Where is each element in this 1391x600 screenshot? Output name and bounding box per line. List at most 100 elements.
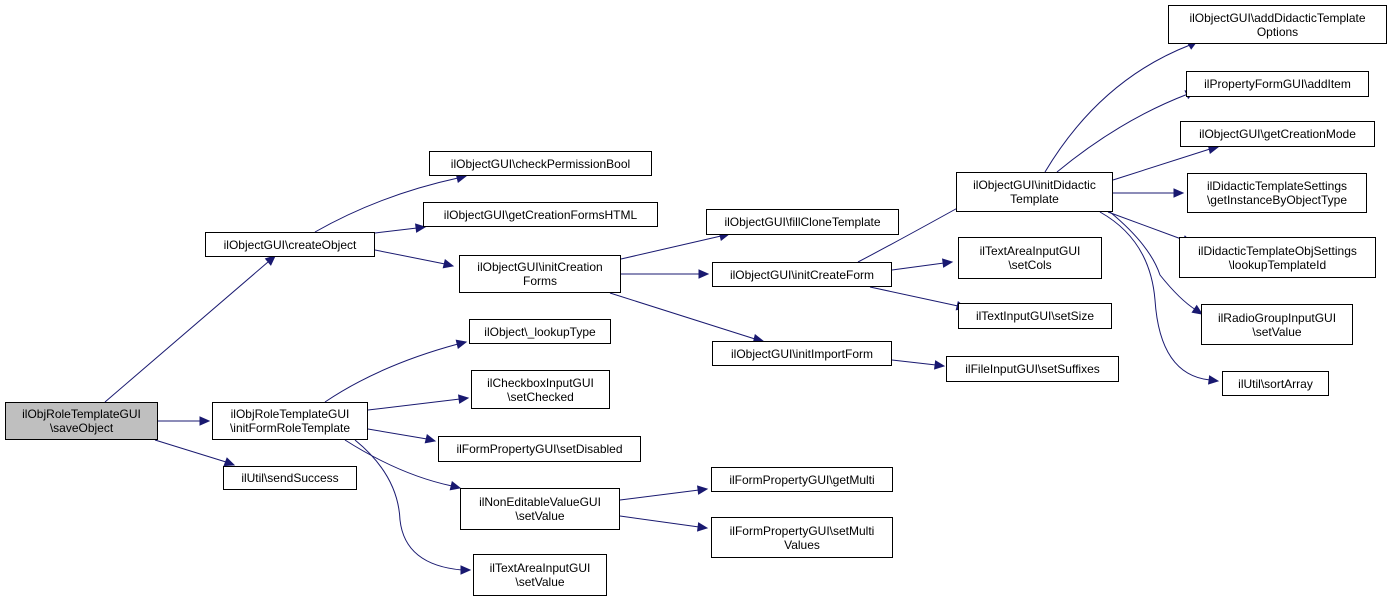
node-label-line: ilUtil\sendSuccess <box>241 471 339 485</box>
node-lookup-template-id[interactable]: ilDidacticTemplateObjSettings \lookupTem… <box>1179 237 1376 278</box>
node-label-line: ilObjRoleTemplateGUI <box>230 407 350 421</box>
node-label-line: \setValue <box>1252 324 1302 339</box>
arrowhead-icon <box>697 485 709 495</box>
node-label-line: ilPropertyFormGUI\addItem <box>1204 77 1351 91</box>
node-add-didactic-template-options[interactable]: ilObjectGUI\addDidacticTemplate Options <box>1168 5 1387 44</box>
node-label-line: ilFileInputGUI\setSuffixes <box>965 362 1100 376</box>
call-edge <box>324 343 459 403</box>
node-label-line: ilRadioGroupInputGUI <box>1217 310 1337 325</box>
node-create-object[interactable]: ilObjectGUI\createObject <box>205 232 375 257</box>
call-edge <box>374 227 418 234</box>
node-label-line: ilNonEditableValueGUI <box>479 495 601 509</box>
node-init-form-role-template[interactable]: ilObjRoleTemplateGUI \initFormRoleTempla… <box>212 402 368 440</box>
arrowhead-icon <box>460 565 472 575</box>
arrowhead-icon <box>1173 188 1185 198</box>
call-edge <box>1056 93 1189 173</box>
node-label-line: ilObjectGUI\getCreationMode <box>1199 127 1356 141</box>
node-sort-array[interactable]: ilUtil\sortArray <box>1222 371 1329 396</box>
node-send-success[interactable]: ilUtil\sendSuccess <box>223 466 357 490</box>
arrowhead-icon <box>458 394 470 404</box>
node-save-object[interactable]: ilObjRoleTemplateGUI \saveObject <box>5 402 158 440</box>
node-label-line: ilTextAreaInputGUI <box>489 561 591 575</box>
node-noneditable-set-value[interactable]: ilNonEditableValueGUI \setValue <box>460 488 620 530</box>
node-label-line: ilTextInputGUI\setSize <box>975 309 1095 323</box>
call-edge <box>374 249 446 265</box>
node-radio-group-set-value[interactable]: ilRadioGroupInputGUI \setValue <box>1201 304 1353 345</box>
node-label-line: \lookupTemplateId <box>1228 257 1327 272</box>
call-edge <box>354 439 463 571</box>
arrowhead-icon <box>449 481 462 491</box>
node-set-cols[interactable]: ilTextAreaInputGUI \setCols <box>958 237 1102 279</box>
node-check-permission-bool[interactable]: ilObjectGUI\checkPermissionBool <box>429 151 652 176</box>
arrowhead-icon <box>934 360 946 370</box>
node-label-line: ilObject\_lookupType <box>484 324 596 339</box>
node-label-line: ilObjRoleTemplateGUI <box>22 407 141 421</box>
node-label-line: \setValue <box>515 575 565 589</box>
call-edge <box>891 359 937 366</box>
node-label-line: ilObjectGUI\checkPermissionBool <box>450 156 631 171</box>
node-label-line: Values <box>784 537 820 552</box>
arrowhead-icon <box>455 339 468 349</box>
node-lookup-type[interactable]: ilObject\_lookupType <box>469 319 611 344</box>
node-label-line: \initFormRoleTemplate <box>229 421 351 435</box>
call-edge <box>619 515 700 528</box>
node-add-item[interactable]: ilPropertyFormGUI\addItem <box>1186 71 1369 97</box>
arrowhead-icon <box>1208 375 1220 385</box>
node-init-creation-forms[interactable]: ilObjectGUI\initCreation Forms <box>459 255 621 293</box>
node-label-line: ilUtil\sortArray <box>1238 376 1313 391</box>
node-label-line: ilObjectGUI\initDidactic <box>973 178 1096 192</box>
arrowhead-icon <box>697 522 709 532</box>
node-init-create-form[interactable]: ilObjectGUI\initCreateForm <box>712 262 892 287</box>
call-edge <box>344 439 453 487</box>
node-label-line: Template <box>1010 192 1059 206</box>
call-edge <box>1099 211 1211 381</box>
node-label-line: ilFormPropertyGUI\getMulti <box>729 472 875 487</box>
arrowhead-icon <box>442 259 455 269</box>
node-label-line: ilObjectGUI\createObject <box>223 237 357 252</box>
arrowhead-icon <box>264 255 276 266</box>
node-init-didactic-template[interactable]: ilObjectGUI\initDidactic Template <box>956 172 1113 212</box>
node-label-line: ilObjectGUI\initCreation <box>477 260 603 274</box>
node-label-line: ilObjectGUI\fillCloneTemplate <box>724 215 881 229</box>
call-edge <box>1109 211 1197 311</box>
call-edge <box>869 286 959 307</box>
node-label-line: ilObjectGUI\initCreateForm <box>729 267 875 282</box>
node-label-line: ilObjectGUI\getCreationFormsHTML <box>443 207 638 222</box>
node-set-multi-values[interactable]: ilFormPropertyGUI\setMulti Values <box>711 517 893 558</box>
node-label-line: ilTextAreaInputGUI <box>979 244 1081 258</box>
node-label-line: Forms <box>523 274 557 288</box>
arrowhead-icon <box>415 223 427 233</box>
node-get-instance-by-object-type[interactable]: ilDidacticTemplateSettings \getInstanceB… <box>1187 173 1367 213</box>
arrowhead-icon <box>1191 304 1204 315</box>
call-edge <box>1107 211 1185 241</box>
node-label-line: ilObjectGUI\initImportForm <box>730 346 874 361</box>
call-edge <box>367 428 428 440</box>
node-get-creation-mode[interactable]: ilObjectGUI\getCreationMode <box>1180 121 1375 147</box>
node-textarea-set-value[interactable]: ilTextAreaInputGUI \setValue <box>473 554 607 596</box>
call-edge <box>314 177 459 233</box>
node-fill-clone-template[interactable]: ilObjectGUI\fillCloneTemplate <box>706 209 899 235</box>
node-get-creation-forms-html[interactable]: ilObjectGUI\getCreationFormsHTML <box>423 202 658 227</box>
node-label-line: ilDidacticTemplateSettings <box>1206 179 1348 193</box>
node-get-multi[interactable]: ilFormPropertyGUI\getMulti <box>711 467 893 492</box>
arrowhead-icon <box>942 258 954 268</box>
node-set-size[interactable]: ilTextInputGUI\setSize <box>958 303 1112 329</box>
node-init-import-form[interactable]: ilObjectGUI\initImportForm <box>712 341 892 366</box>
call-edge <box>609 292 756 340</box>
arrowhead-icon <box>698 269 710 279</box>
node-label-line: \setValue <box>515 509 565 523</box>
node-set-checked[interactable]: ilCheckboxInputGUI \setChecked <box>471 370 610 409</box>
node-set-disabled[interactable]: ilFormPropertyGUI\setDisabled <box>438 436 641 462</box>
node-label-line: \setChecked <box>507 389 574 404</box>
node-label-line: ilFormPropertyGUI\setDisabled <box>456 442 623 456</box>
node-set-suffixes[interactable]: ilFileInputGUI\setSuffixes <box>946 356 1119 382</box>
arrowhead-icon <box>223 457 236 467</box>
node-label-line: \setCols <box>1008 258 1052 272</box>
arrowhead-icon <box>199 416 211 426</box>
node-label-line: \getInstanceByObjectType <box>1206 193 1348 207</box>
node-label-line: ilFormPropertyGUI\setMulti <box>729 523 875 538</box>
call-edge <box>367 398 461 411</box>
call-edge <box>891 262 945 271</box>
call-edge <box>104 261 269 403</box>
